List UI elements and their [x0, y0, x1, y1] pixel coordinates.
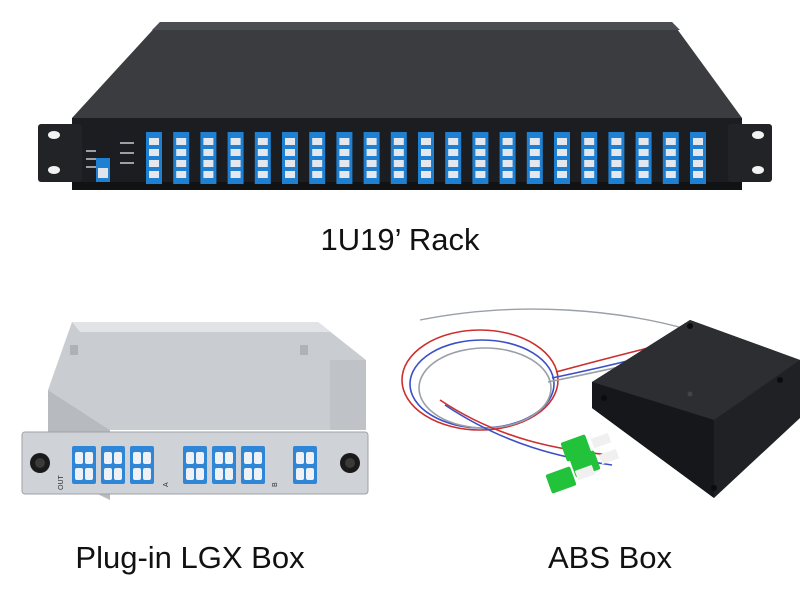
lgx-lc-port	[183, 446, 207, 484]
rack-duplex-port	[690, 132, 706, 184]
rack-duplex-port	[227, 132, 244, 184]
lgx-lc-port	[212, 446, 236, 484]
rack-duplex-port	[146, 132, 162, 184]
rack-duplex-port	[363, 132, 380, 184]
lgx-label-out: OUT	[58, 475, 65, 491]
rack-duplex-port	[499, 132, 516, 184]
lgx-lc-port	[241, 446, 265, 484]
rack-duplex-port	[200, 132, 217, 184]
lgx-lc-port	[101, 446, 125, 484]
rack-duplex-port	[336, 132, 353, 184]
rack-duplex-port	[662, 132, 679, 184]
rack-duplex-port	[635, 132, 652, 184]
rack-duplex-port	[472, 132, 489, 184]
abs-caption: ABS Box	[547, 540, 673, 575]
lgx-lc-port	[130, 446, 154, 484]
rack-caption: 1U19’ Rack	[320, 222, 480, 257]
sc-connector-3	[545, 464, 596, 494]
rack-duplex-port	[173, 132, 190, 184]
rack-duplex-port	[554, 132, 570, 184]
lgx-caption: Plug-in LGX Box	[75, 540, 305, 575]
rack-duplex-port	[309, 132, 326, 184]
rack-port-bank	[146, 132, 706, 184]
abs-box	[401, 308, 800, 498]
rack-duplex-port	[254, 132, 271, 184]
rack-duplex-port	[445, 132, 462, 184]
lgx-lc-port	[72, 446, 96, 484]
lgx-lc-port	[293, 446, 317, 484]
rack-duplex-port	[526, 132, 543, 184]
rack-duplex-port	[282, 132, 298, 184]
lgx-port-bank	[72, 446, 317, 484]
rack-duplex-port	[418, 132, 434, 184]
rack-duplex-port	[581, 132, 598, 184]
rack-duplex-port	[390, 132, 407, 184]
rack-duplex-port	[608, 132, 625, 184]
lgx-label-b: B	[272, 482, 279, 487]
lgx-label-a: A	[163, 482, 170, 487]
